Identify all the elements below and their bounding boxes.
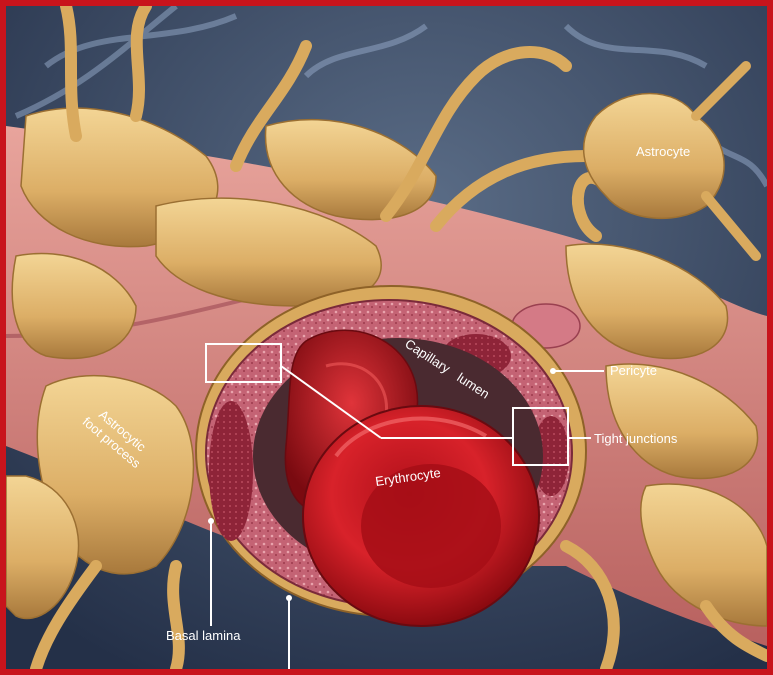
endothelium-pointer-dot [286,595,292,601]
label-astrocyte: Astrocyte [636,144,690,159]
endothelial-nucleus-left [209,401,253,541]
label-basal-lamina: Basal lamina [166,628,241,643]
label-pericyte: Pericyte [610,363,657,378]
basal-lamina-pointer-dot [208,518,214,524]
pericyte-pointer-dot [550,368,556,374]
label-tight-junctions: Tight junctions [594,431,678,446]
blood-brain-barrier-illustration: Astrocyte Astrocytic foot process Capill… [6,6,767,669]
